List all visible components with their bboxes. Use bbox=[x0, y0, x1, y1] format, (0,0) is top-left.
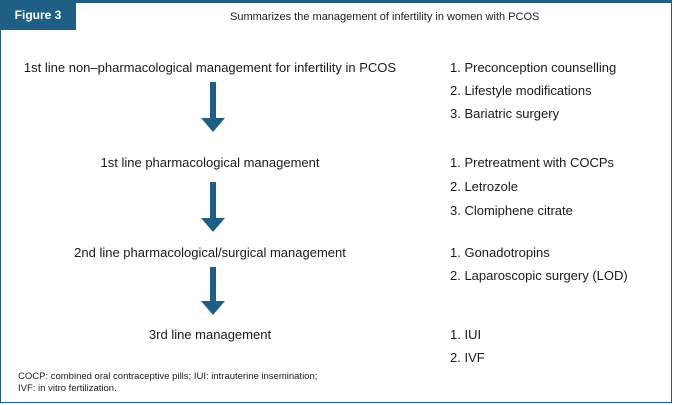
step-1-option-2: 2. Lifestyle modifications bbox=[450, 83, 592, 98]
step-1-option-3: 3. Bariatric surgery bbox=[450, 106, 560, 121]
arrow-down-icon bbox=[201, 267, 225, 315]
step-2-label: 1st line pharmacological management bbox=[100, 155, 320, 170]
step-2-option-1: 1. Pretreatment with COCPs bbox=[450, 155, 614, 170]
step-2-option-3: 3. Clomiphene citrate bbox=[450, 203, 573, 218]
step-4-label: 3rd line management bbox=[148, 327, 272, 342]
step-3-label: 2nd line pharmacological/surgical manage… bbox=[74, 245, 346, 260]
step-1-label: 1st line non–pharmacological management … bbox=[23, 60, 397, 75]
figure-label: Figure 3 bbox=[0, 0, 76, 30]
arrow-down-icon bbox=[201, 182, 225, 232]
footnote-line-1: COCP: combined oral contraceptive pills;… bbox=[18, 371, 318, 382]
figure-title: Summarizes the management of infertility… bbox=[230, 11, 540, 23]
step-4-option-2: 2. IVF bbox=[450, 350, 485, 365]
footnote-line-2: IVF: in vitro fertilization. bbox=[18, 383, 117, 394]
step-1-option-1: 1. Preconception counselling bbox=[450, 60, 617, 75]
step-2-option-2: 2. Letrozole bbox=[450, 179, 518, 194]
step-3-option-1: 1. Gonadotropins bbox=[450, 245, 550, 260]
arrow-down-icon bbox=[201, 82, 225, 132]
step-4-option-1: 1. IUI bbox=[450, 327, 482, 342]
step-3-option-2: 2. Laparoscopic surgery (LOD) bbox=[450, 268, 628, 283]
